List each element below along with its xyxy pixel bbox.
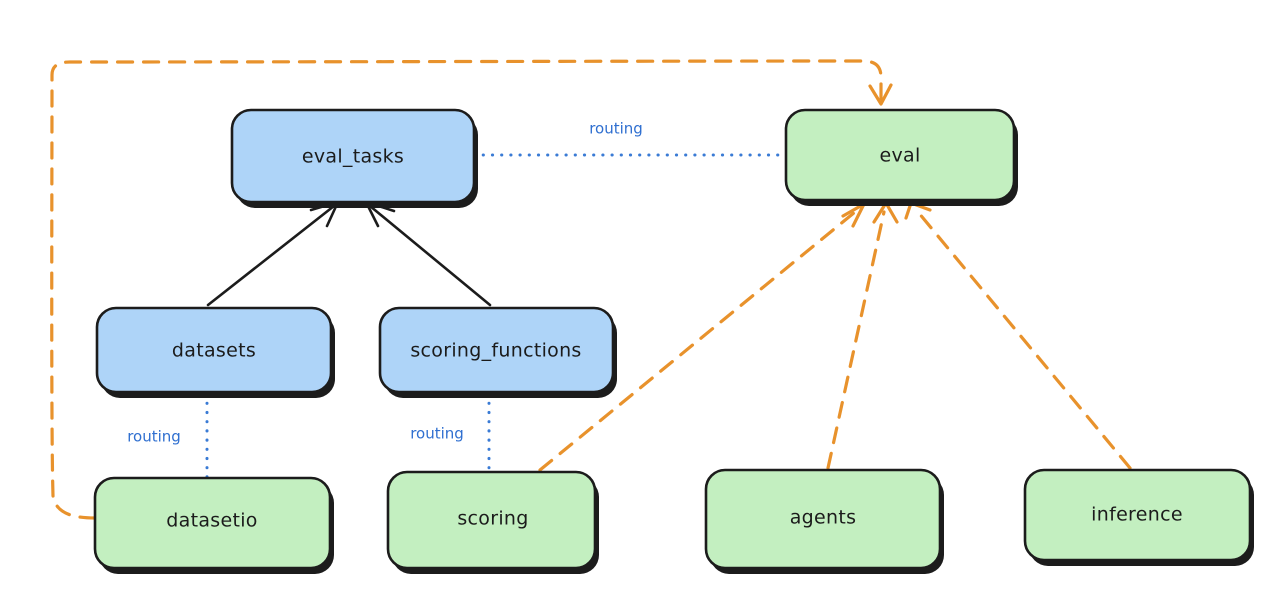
node-agents[interactable]: agents	[704, 468, 944, 574]
edge-label-layer: routing routing routing	[127, 120, 643, 446]
node-datasets[interactable]: datasets	[95, 306, 335, 398]
node-eval[interactable]: eval	[784, 108, 1018, 206]
node-inference[interactable]: inference	[1023, 468, 1254, 566]
node-label-agents: agents	[790, 507, 857, 529]
edge-label-routing-eval-tasks-eval: routing	[589, 120, 643, 138]
node-label-scoring-functions: scoring_functions	[410, 340, 581, 362]
edge-label-routing-scoring-functions-scoring: routing	[410, 425, 464, 443]
node-eval-tasks[interactable]: eval_tasks	[230, 108, 478, 208]
node-label-scoring: scoring	[457, 508, 528, 530]
edge-agents-eval	[826, 201, 899, 470]
node-layer: eval_tasks eval datasets scoring_functio…	[93, 108, 1254, 574]
edge-label-routing-datasets-datasetio: routing	[127, 428, 181, 446]
node-label-datasets: datasets	[172, 340, 256, 362]
edge-scoring-functions-eval-tasks	[364, 200, 492, 307]
node-label-datasetio: datasetio	[166, 510, 257, 532]
edge-inference-eval	[904, 201, 1132, 470]
edge-datasets-eval-tasks	[206, 200, 340, 307]
edge-datasetio-eval	[50, 59, 893, 520]
node-label-eval: eval	[879, 145, 920, 167]
node-scoring[interactable]: scoring	[386, 470, 599, 574]
node-datasetio[interactable]: datasetio	[93, 476, 334, 574]
node-scoring-functions[interactable]: scoring_functions	[378, 306, 617, 398]
node-label-inference: inference	[1091, 504, 1183, 526]
node-label-eval-tasks: eval_tasks	[302, 146, 404, 168]
